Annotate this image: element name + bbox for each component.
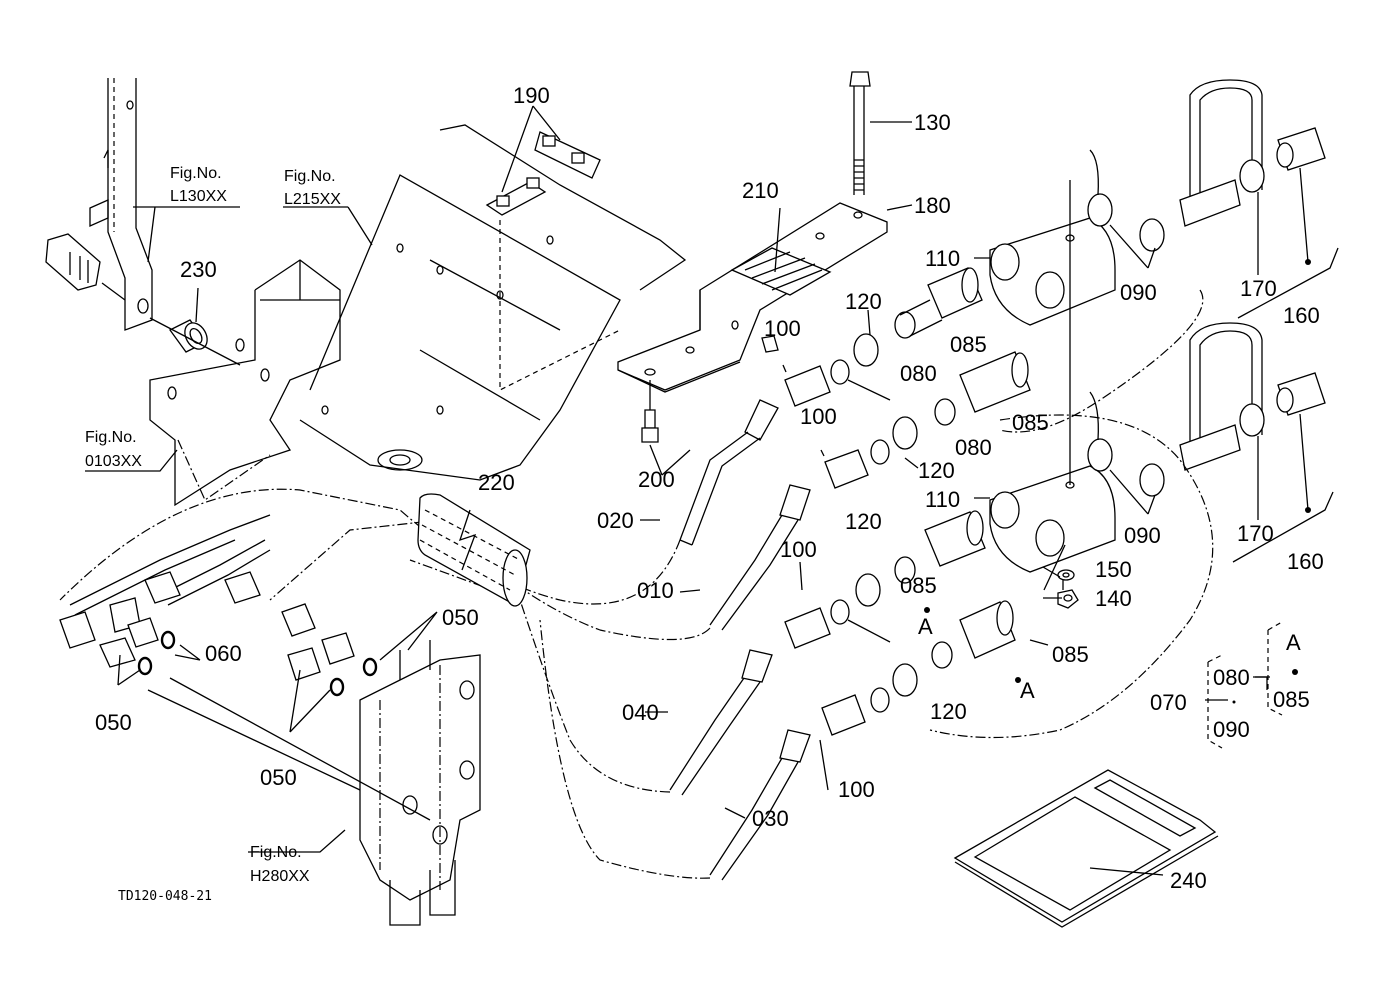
fig-ref-h280-line1: Fig.No.	[250, 844, 302, 861]
part-label-040: 040	[622, 700, 659, 725]
drawing-code: TD120-048-21	[118, 889, 212, 904]
bolt-130	[849, 71, 871, 195]
part-label-020: 020	[597, 508, 634, 533]
bolt-200	[641, 335, 779, 443]
part-label-085-d: 085	[1052, 642, 1089, 667]
part-label-100-c: 100	[780, 537, 817, 562]
coupler-080-085-d	[931, 600, 1016, 669]
part-label-120-c: 120	[845, 509, 882, 534]
part-label-170-upper: 170	[1240, 276, 1277, 301]
fig-ref-l215-line2: L215XX	[284, 191, 341, 208]
fig-ref-l130-line2: L130XX	[170, 188, 227, 205]
part-label-085-a: 085	[950, 332, 987, 357]
part-label-220: 220	[478, 470, 515, 495]
part-label-060: 060	[205, 641, 242, 666]
assembly-lines	[147, 677, 431, 821]
part-label-085-b: 085	[1012, 410, 1049, 435]
left-hose-assembly	[59, 514, 316, 649]
dust-cap-090-group	[1087, 149, 1165, 497]
part-label-120-b: 120	[918, 458, 955, 483]
part-label-180: 180	[914, 193, 951, 218]
o-rings-050-060	[99, 617, 378, 697]
part-label-130: 130	[914, 110, 951, 135]
hose-030	[709, 729, 811, 881]
bushing-230	[149, 317, 241, 366]
legend-member-090: 090	[1213, 717, 1250, 742]
part-label-120-d: 120	[930, 699, 967, 724]
fig-ref-h280-line2: H280XX	[250, 868, 310, 885]
hose-040	[669, 649, 773, 796]
part-label-160-lower: 160	[1287, 549, 1324, 574]
hose-020	[679, 399, 779, 546]
coupler-080-085-a	[894, 267, 983, 339]
part-label-240: 240	[1170, 868, 1207, 893]
part-label-100-d: 100	[838, 777, 875, 802]
part-label-100-b: 100	[800, 404, 837, 429]
part-label-150: 150	[1095, 557, 1132, 582]
legend-brackets	[1207, 621, 1283, 749]
coupler-080-085-b	[934, 351, 1031, 426]
frame-0103	[149, 259, 341, 507]
legend-member-085: 085	[1273, 687, 1310, 712]
fig-ref-0103-line1: Fig.No.	[85, 429, 137, 446]
ref-label-a-1: A	[918, 614, 933, 639]
fig-ref-l215-line1: Fig.No.	[284, 168, 336, 185]
part-label-190: 190	[513, 83, 550, 108]
part-label-050-c: 050	[260, 765, 297, 790]
legend-dot	[1232, 700, 1236, 704]
ref-dot	[1305, 507, 1311, 513]
ref-dot-a	[1015, 677, 1021, 683]
part-label-110-lower: 110	[925, 487, 960, 512]
fig-ref-0103-line2: 0103XX	[85, 453, 142, 470]
valve-h280	[359, 640, 481, 926]
part-label-090-upper: 090	[1120, 280, 1157, 305]
part-label-080-b: 080	[955, 435, 992, 460]
ref-dot-a	[924, 607, 930, 613]
part-label-110-upper: 110	[925, 246, 960, 271]
part-label-085-c: 085	[900, 573, 937, 598]
frame-l215	[299, 124, 687, 481]
part-label-050-b: 050	[95, 710, 132, 735]
coupler-block-110-lower	[989, 465, 1116, 573]
part-label-160-upper: 160	[1283, 303, 1320, 328]
lock-pin-170-upper	[1179, 79, 1265, 227]
plug-160-group	[1276, 127, 1326, 416]
ring-120-group	[830, 333, 918, 713]
leader-lines	[85, 105, 1339, 876]
part-label-210: 210	[742, 178, 779, 203]
nut-140	[1057, 589, 1079, 609]
part-label-230: 230	[180, 257, 217, 282]
part-label-080-a: 080	[900, 361, 937, 386]
part-label-200: 200	[638, 467, 675, 492]
nut-plate-190	[485, 131, 601, 216]
ref-dot	[1305, 259, 1311, 265]
legend-assembly-070: 070	[1150, 690, 1187, 715]
washer-150	[1057, 569, 1075, 581]
part-label-030: 030	[752, 806, 789, 831]
lock-pin-170-lower	[1179, 322, 1265, 471]
legend-dot	[1292, 669, 1298, 675]
legend-ref-a: A	[1286, 630, 1301, 655]
adapter-100-group	[784, 365, 869, 736]
part-label-050-a: 050	[442, 605, 479, 630]
bracket-l130	[89, 78, 153, 331]
part-label-090-lower: 090	[1124, 523, 1161, 548]
legend-member-080: 080	[1213, 665, 1250, 690]
part-label-140: 140	[1095, 586, 1132, 611]
coupler-block-110-upper	[989, 217, 1116, 326]
hose-010	[709, 484, 811, 631]
fitting-left	[45, 233, 126, 301]
fig-ref-l130-line1: Fig.No.	[170, 165, 222, 182]
part-label-120-a: 120	[845, 289, 882, 314]
coupler-080-085-c	[894, 510, 986, 584]
part-label-170-lower: 170	[1237, 521, 1274, 546]
bracket-180	[617, 202, 888, 393]
hose-protector-220	[417, 493, 531, 607]
part-label-010: 010	[637, 578, 674, 603]
manual-240	[953, 769, 1219, 928]
ref-label-a-2: A	[1020, 678, 1035, 703]
part-label-100-a: 100	[764, 316, 801, 341]
